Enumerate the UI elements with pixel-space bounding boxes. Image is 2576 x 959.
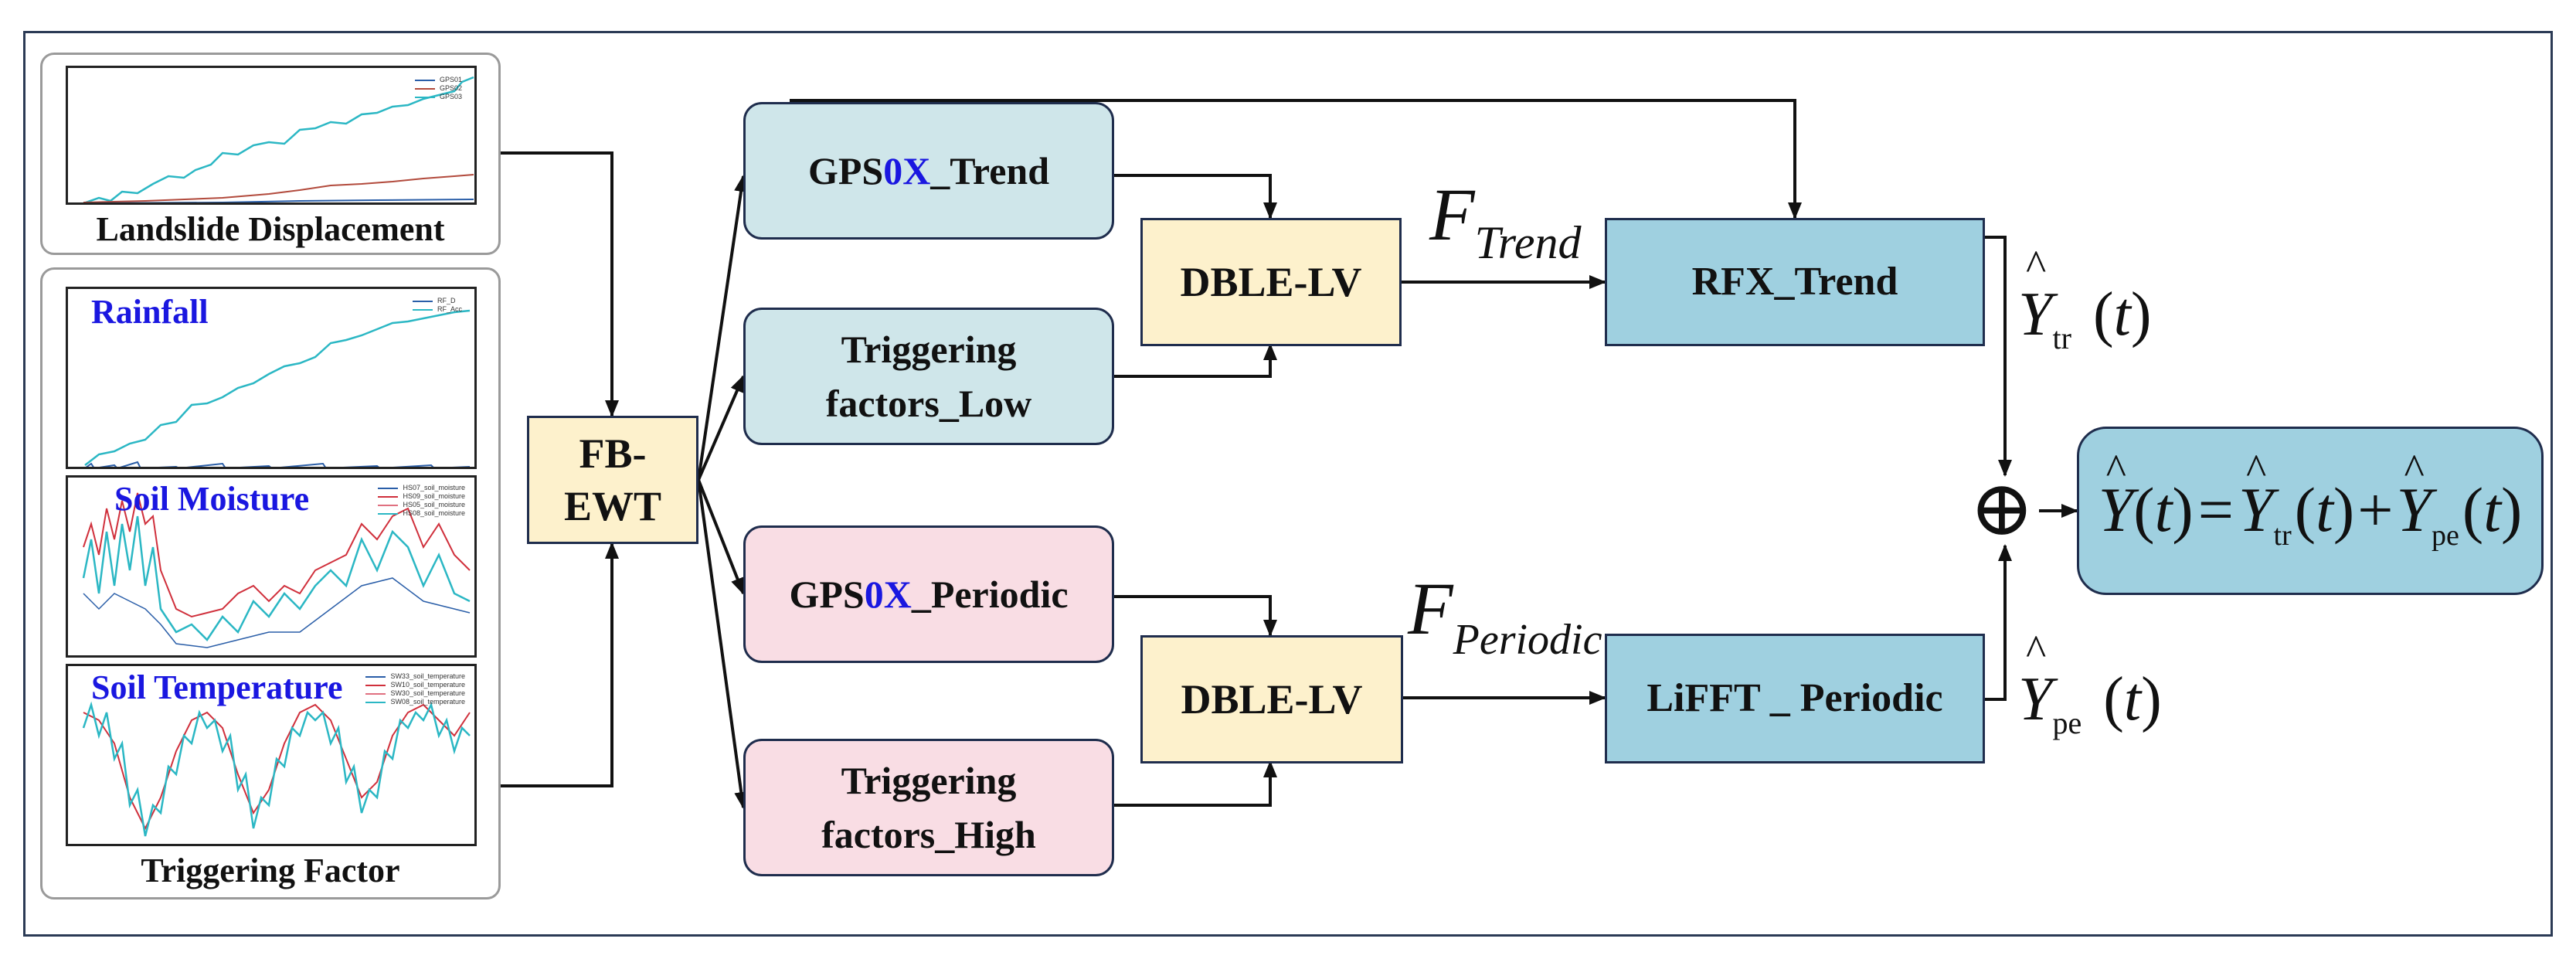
legend-entry: HS09_soil_moisture xyxy=(378,492,465,501)
fbewt-line1: FB- xyxy=(579,430,647,477)
gps-series-1 xyxy=(83,76,474,202)
soil-moisture-title: Soil Moisture xyxy=(114,480,310,518)
legend-entry: HS08_soil_moisture xyxy=(378,509,465,518)
f-periodic-label: FPeriodic xyxy=(1408,567,1602,664)
legend-entry: HS07_soil_moisture xyxy=(378,484,465,492)
landslide-chart xyxy=(83,76,474,202)
arrow-trig-high-to-dble xyxy=(1114,760,1277,807)
arrow-fbewt-to-gps-trend xyxy=(697,175,748,481)
legend-entry: RF_Acc xyxy=(412,305,462,314)
landslide-legend: GPS01 GPS02 GPS03 xyxy=(414,76,462,101)
rfx-trend-block: RFX_Trend xyxy=(1605,218,1985,346)
legend-entry: SW33_soil_temperature xyxy=(365,672,465,681)
arrow-trigger-to-fbewt xyxy=(501,542,619,787)
triggering-panel: Rainfall RF_D RF_Acc Soil Moisture HS07_… xyxy=(40,267,501,899)
rainfall-title: Rainfall xyxy=(91,293,209,331)
landslide-plot: GPS01 GPS02 GPS03 xyxy=(66,66,477,205)
soil-temperature-teal xyxy=(82,701,471,837)
arrow-gps-trend-to-dble xyxy=(1114,174,1277,219)
rainfall-daily xyxy=(85,461,470,467)
legend-entry: SW30_soil_temperature xyxy=(365,689,465,698)
gps-series-3 xyxy=(83,199,474,202)
rainfall-chart xyxy=(84,309,471,467)
legend-entry: HS05_soil_moisture xyxy=(378,501,465,509)
triggering-caption: Triggering Factor xyxy=(141,852,400,889)
soil-moisture-plot: Soil Moisture HS07_soil_moisture HS09_so… xyxy=(66,475,477,658)
f-trend-label: FTrend xyxy=(1429,173,1582,268)
lifft-periodic-block: LiFFT _ Periodic xyxy=(1605,634,1985,763)
legend-entry: RF_D xyxy=(412,297,462,305)
landslide-panel: GPS01 GPS02 GPS03 Landslide Displacement xyxy=(40,53,501,255)
y-periodic-label: ^Ype (t) xyxy=(2018,627,2162,740)
soil-moisture-chart xyxy=(82,492,471,648)
soil-moisture-legend: HS07_soil_moisture HS09_soil_moisture HS… xyxy=(378,484,465,518)
dble-lv-bottom-block: DBLE-LV xyxy=(1140,635,1403,763)
gps-trend-block: GPS0X_Trend xyxy=(743,102,1114,240)
result-block: ^Y(t)=^Ytr(t)+^Ype(t) xyxy=(2077,427,2544,595)
arrow-trig-low-to-dble xyxy=(1114,343,1277,378)
arrow-bypass-to-rfx xyxy=(790,99,1802,219)
arrow-fbewt-to-gps-periodic xyxy=(697,479,745,595)
trig-high-block: Triggering factors_High xyxy=(743,739,1114,876)
y-trend-label: ^Ytr (t) xyxy=(2018,242,2152,355)
legend-entry: GPS01 xyxy=(414,76,462,84)
gps-periodic-highlight: 0X xyxy=(864,573,912,616)
arrow-rfx-to-sum xyxy=(1985,236,2012,477)
sum-operator: ⊕ xyxy=(1969,466,2034,552)
gps-series-2 xyxy=(83,174,474,202)
trig-low-block: Triggering factors_Low xyxy=(743,308,1114,445)
rainfall-accumulated xyxy=(84,309,471,466)
legend-entry: SW10_soil_temperature xyxy=(365,681,465,689)
arrow-fbewt-to-trig-low xyxy=(697,375,745,481)
legend-entry: SW08_soil_temperature xyxy=(365,698,465,706)
diagram-frame xyxy=(23,31,2553,937)
arrow-gps-periodic-to-dble xyxy=(1114,595,1277,637)
soil-temperature-legend: SW33_soil_temperature SW10_soil_temperat… xyxy=(365,672,465,706)
soil-temperature-chart xyxy=(82,701,471,837)
dble-lv-top-block: DBLE-LV xyxy=(1140,218,1402,346)
fbewt-line2: EWT xyxy=(563,483,662,529)
arrow-fbewt-to-trig-high xyxy=(697,479,749,809)
fbewt-block: FB- EWT xyxy=(527,416,698,544)
gps-trend-highlight: 0X xyxy=(883,149,931,192)
legend-entry: GPS02 xyxy=(414,84,462,93)
landslide-caption: Landslide Displacement xyxy=(96,210,445,248)
soil-moisture-blue xyxy=(83,577,471,648)
soil-temperature-plot: Soil Temperature SW33_soil_temperature S… xyxy=(66,664,477,846)
soil-temperature-title: Soil Temperature xyxy=(91,668,343,706)
gps-periodic-block: GPS0X_Periodic xyxy=(743,525,1114,663)
soil-moisture-red xyxy=(83,492,471,618)
rainfall-legend: RF_D RF_Acc xyxy=(412,297,462,314)
arrow-lifft-to-sum xyxy=(1985,544,2012,701)
arrow-landslide-to-fbewt xyxy=(501,151,619,417)
soil-moisture-teal xyxy=(82,515,471,641)
rainfall-plot: Rainfall RF_D RF_Acc xyxy=(66,287,477,469)
legend-entry: GPS03 xyxy=(414,93,462,101)
